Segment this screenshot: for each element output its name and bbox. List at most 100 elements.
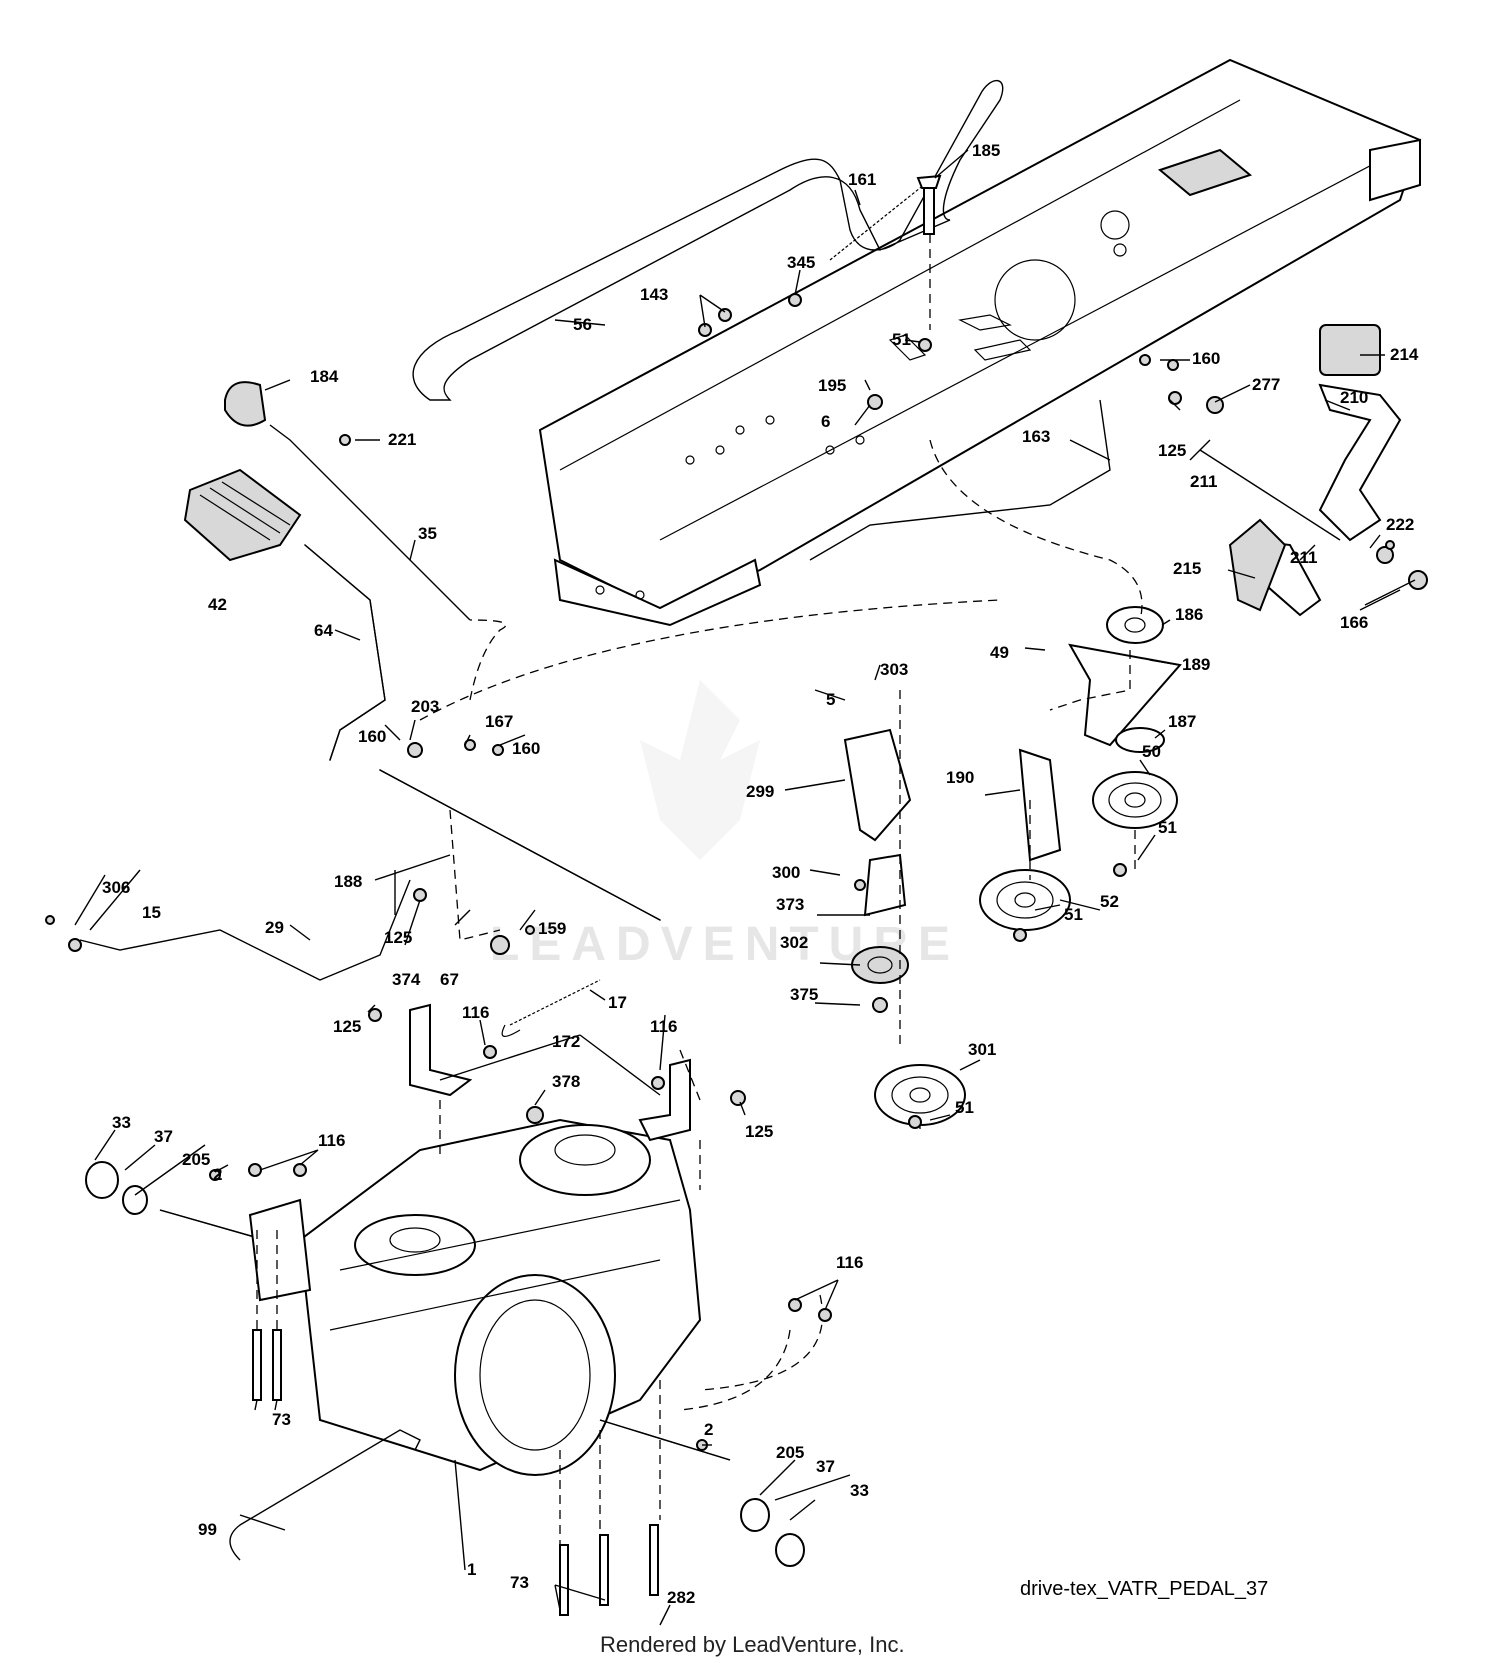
mounting-bracket: [409, 1003, 691, 1142]
transaxle-assembly: [159, 1118, 731, 1476]
callout-label: 15: [142, 903, 161, 922]
callout-label: 51: [955, 1098, 974, 1117]
bracket-plate: [843, 728, 912, 842]
callout-label: 99: [198, 1520, 217, 1539]
reference-lines: [256, 439, 1143, 1545]
callout-label: 73: [510, 1573, 529, 1592]
callout-label: 67: [440, 970, 459, 989]
callout-label: 215: [1173, 559, 1201, 578]
callout-label: 1: [467, 1560, 476, 1579]
callout-label: 203: [411, 697, 439, 716]
callout-label: 187: [1168, 712, 1196, 731]
watermark-logo-icon: [640, 680, 760, 860]
drive-belt: [412, 79, 1004, 401]
callout-label: 51: [892, 330, 911, 349]
callout-label: 186: [1175, 605, 1203, 624]
extension-spring: [509, 979, 601, 1026]
callout-label: 163: [1022, 427, 1050, 446]
callout-label: 205: [182, 1150, 210, 1169]
callout-label: 210: [1340, 388, 1368, 407]
diagram-code: drive-tex_VATR_PEDAL_37: [1020, 1578, 1268, 1600]
callout-label: 33: [850, 1481, 869, 1500]
wire-rod: [229, 1429, 421, 1561]
callout-label: 160: [512, 739, 540, 758]
callout-label: 222: [1386, 515, 1414, 534]
callout-label: 282: [667, 1588, 695, 1607]
washer-part: [1115, 727, 1165, 753]
callout-label: 195: [818, 376, 846, 395]
callout-label: 302: [780, 933, 808, 952]
washer-set: [85, 1161, 805, 1567]
callout-label: 35: [418, 524, 437, 543]
hardware-fasteners: [45, 293, 1428, 1451]
leader-lines: [74, 149, 1416, 1626]
callout-label: 56: [573, 315, 592, 334]
callout-label: 33: [112, 1113, 131, 1132]
idler-pulley: [1106, 606, 1164, 644]
callout-label: 221: [388, 430, 416, 449]
callout-label: 303: [880, 660, 908, 679]
callout-label: 300: [772, 863, 800, 882]
callout-label: 160: [1192, 349, 1220, 368]
callout-label: 189: [1182, 655, 1210, 674]
callout-label: 116: [836, 1253, 863, 1272]
link-rod: [79, 879, 411, 981]
callout-label: 42: [208, 595, 227, 614]
pedal-pad: [183, 468, 302, 562]
callout-label: 37: [154, 1127, 173, 1146]
callout-label: 52: [1100, 892, 1119, 911]
callout-label: 125: [333, 1017, 361, 1036]
bracket-plate: [863, 853, 907, 917]
callout-label: 161: [848, 170, 876, 189]
callout-label: 166: [1340, 613, 1368, 632]
callout-label: 125: [1158, 441, 1186, 460]
bracket-plate: [1018, 748, 1062, 862]
callout-label: 2: [704, 1420, 713, 1439]
spring-part: [829, 179, 931, 261]
control-rod: [269, 424, 471, 621]
callout-label: 159: [538, 919, 566, 938]
callout-label: 2: [213, 1165, 222, 1184]
bearing-part: [851, 946, 909, 984]
callout-label: 172: [552, 1032, 580, 1051]
callout-label: 277: [1252, 375, 1280, 394]
callout-label: 375: [790, 985, 818, 1004]
callout-label: 116: [318, 1131, 345, 1150]
v-pulley: [1092, 771, 1178, 829]
callout-label: 211: [1290, 548, 1317, 567]
callout-label: 73: [272, 1410, 291, 1429]
callout-label: 143: [640, 285, 668, 304]
callout-label: 374: [392, 970, 421, 989]
callout-label: 214: [1390, 345, 1419, 364]
callout-label: 125: [745, 1122, 773, 1141]
v-pulley: [979, 869, 1071, 931]
callout-label: 301: [968, 1040, 996, 1059]
callout-label: 345: [787, 253, 815, 272]
callout-label: 5: [826, 690, 835, 709]
callout-label: 116: [650, 1017, 677, 1036]
linkage-rod: [809, 399, 1111, 561]
callout-label: 29: [265, 918, 284, 937]
callout-label: 167: [485, 712, 513, 731]
callout-label: 299: [746, 782, 774, 801]
bolt-part: [916, 174, 942, 330]
callout-label: 184: [310, 367, 339, 386]
callout-label: 378: [552, 1072, 580, 1091]
render-credit: Rendered by LeadVenture, Inc.: [600, 1632, 905, 1657]
frame-chassis: [538, 58, 1422, 627]
callout-label: 306: [102, 878, 130, 897]
callout-label: 64: [314, 621, 333, 640]
callout-label: 373: [776, 895, 804, 914]
callout-label: 188: [334, 872, 362, 891]
callout-label: 37: [816, 1457, 835, 1476]
control-knob: [224, 381, 267, 427]
callout-label: 205: [776, 1443, 804, 1462]
callout-label: 185: [972, 141, 1000, 160]
callout-label: 116: [462, 1003, 489, 1022]
callout-label: 17: [608, 993, 627, 1012]
callout-label: 190: [946, 768, 974, 787]
callout-label: 51: [1158, 818, 1177, 837]
v-pulley: [874, 1064, 966, 1126]
callout-label: 125: [384, 928, 412, 947]
